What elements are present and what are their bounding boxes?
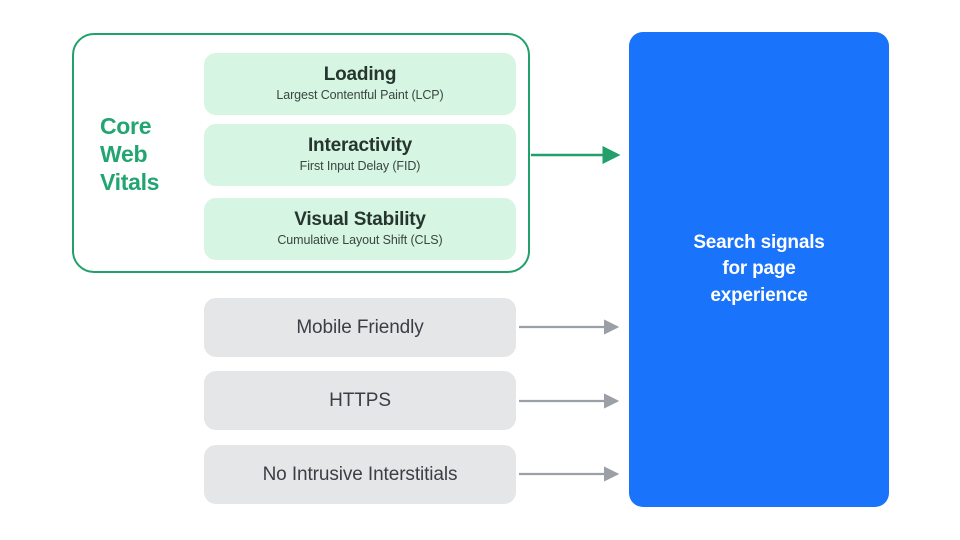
signal-card-mobile-friendly: Mobile Friendly — [204, 298, 516, 357]
signal-card-https: HTTPS — [204, 371, 516, 430]
metric-title-interactivity: Interactivity — [307, 134, 413, 156]
signal-card-no-intrusive-interstitials: No Intrusive Interstitials — [204, 445, 516, 504]
metric-subtitle-visual-stability: Cumulative Layout Shift (CLS) — [277, 233, 443, 248]
metric-card-visual-stability: Visual Stability Cumulative Layout Shift… — [204, 198, 516, 260]
core-web-vitals-label: Core Web Vitals — [100, 113, 160, 196]
metric-subtitle-loading: Largest Contentful Paint (LCP) — [276, 88, 444, 103]
signal-label-mobile-friendly: Mobile Friendly — [296, 316, 424, 338]
metric-subtitle-interactivity: First Input Delay (FID) — [299, 159, 421, 174]
metric-card-interactivity: Interactivity First Input Delay (FID) — [204, 124, 516, 186]
metric-title-visual-stability: Visual Stability — [294, 208, 426, 230]
outcome-panel-text: Search signals for page experience — [693, 232, 825, 306]
signal-label-https: HTTPS — [329, 389, 391, 411]
metric-card-loading: Loading Largest Contentful Paint (LCP) — [204, 53, 516, 115]
signal-label-no-intrusive-interstitials: No Intrusive Interstitials — [262, 463, 458, 485]
metric-title-loading: Loading — [323, 63, 397, 85]
outcome-panel: Search signals for page experience — [629, 32, 889, 507]
core-web-vitals-group — [72, 33, 530, 273]
